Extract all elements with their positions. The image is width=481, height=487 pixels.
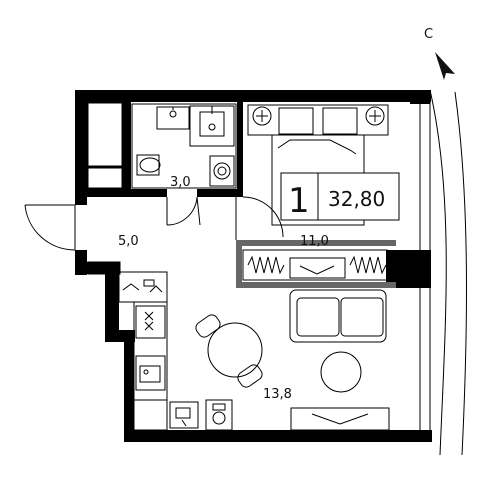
room-area-kitchen-living: 13,8 xyxy=(263,387,292,402)
compass-label: С xyxy=(424,27,433,42)
dishwasher-icon xyxy=(205,399,233,431)
bedroom-partition xyxy=(235,196,396,288)
lamp-icon xyxy=(365,106,385,126)
bed xyxy=(247,104,389,226)
pillow-icon xyxy=(322,107,358,135)
shower-drain-icon xyxy=(208,123,216,131)
sink-icon xyxy=(156,106,190,130)
toilet-tank-icon xyxy=(136,154,160,176)
toilet-bowl-icon xyxy=(139,157,161,173)
ventilation-shaft xyxy=(85,100,125,191)
washing-machine-icon xyxy=(209,155,235,187)
sofa xyxy=(289,289,387,343)
chair-icon xyxy=(195,314,221,338)
kitchen-counter xyxy=(133,301,233,431)
room-area-bedroom: 11,0 xyxy=(300,234,329,249)
cooktop-icon xyxy=(135,305,166,339)
bathroom-door xyxy=(166,196,201,226)
outer-walls xyxy=(75,90,432,442)
kitchen-sink-icon xyxy=(135,355,166,391)
pillow-icon xyxy=(278,107,314,135)
tv-stand xyxy=(290,407,390,431)
balcony-glazing xyxy=(429,89,467,456)
room-count: 1 xyxy=(288,181,310,221)
entrance-door xyxy=(24,204,76,251)
room-area-hallway: 5,0 xyxy=(118,234,139,249)
room-area-bathroom: 3,0 xyxy=(170,175,191,190)
coffee-table xyxy=(320,351,362,393)
bathroom-walls xyxy=(123,102,243,197)
total-area: 32,80 xyxy=(328,187,385,211)
chair-icon xyxy=(237,364,263,388)
apartment-badge: 1 32,80 xyxy=(280,172,400,221)
north-arrow-icon xyxy=(435,52,455,80)
bedroom-door-swing xyxy=(242,196,284,238)
dining-set xyxy=(195,314,263,388)
compass: С xyxy=(424,27,455,80)
dining-table xyxy=(207,322,263,378)
wardrobe xyxy=(242,249,388,281)
windows xyxy=(419,102,431,430)
lamp-icon xyxy=(252,106,272,126)
bathroom-fixtures xyxy=(131,103,237,189)
sink-drain-icon xyxy=(169,110,177,118)
